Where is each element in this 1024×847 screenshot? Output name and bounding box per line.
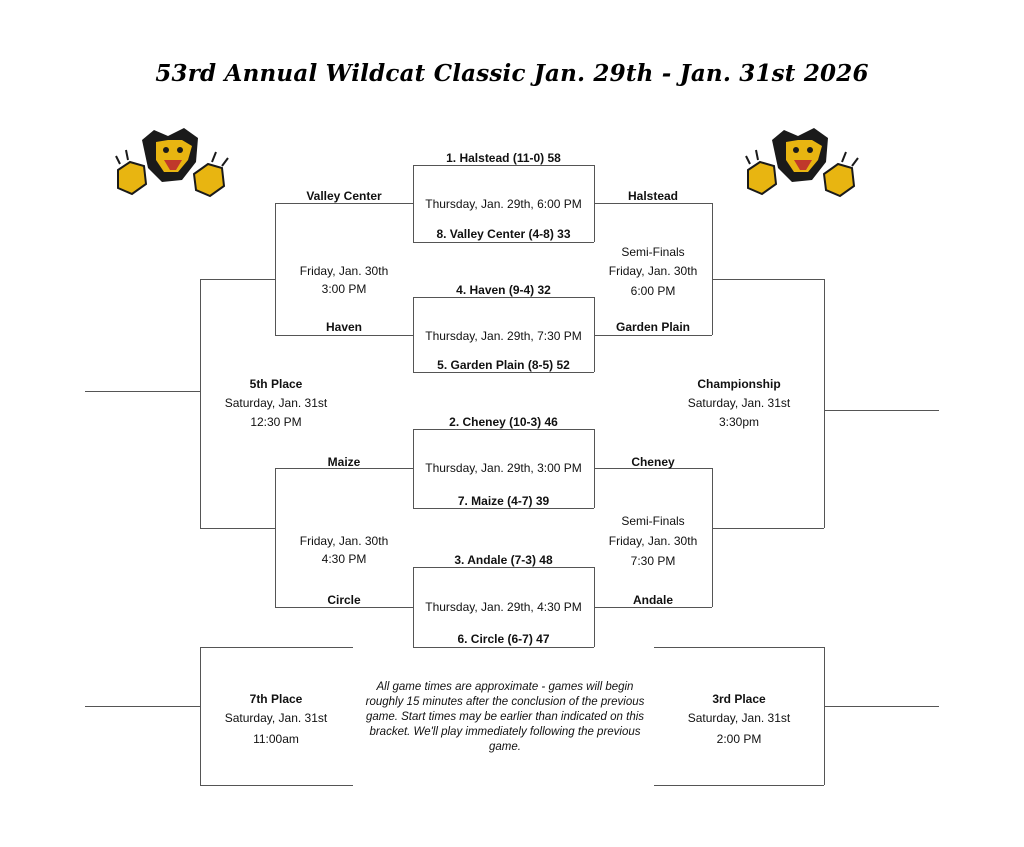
bracket-line xyxy=(824,410,939,411)
bracket-line xyxy=(413,429,594,430)
bracket-line xyxy=(824,706,939,707)
consolation-bottom-time: 4:30 PM xyxy=(321,552,367,566)
semi-top-label: Semi-Finals xyxy=(621,245,685,259)
bracket-line xyxy=(654,647,824,648)
third-place-date: Saturday, Jan. 31st xyxy=(687,711,791,725)
bracket-line xyxy=(594,335,712,336)
semi-top-date: Friday, Jan. 30th xyxy=(608,264,698,278)
bracket-line xyxy=(654,785,824,786)
wildcat-logo-left xyxy=(115,128,229,198)
bracket-line xyxy=(200,279,275,280)
bracket-line xyxy=(85,706,200,707)
bracket-line xyxy=(275,607,413,608)
bracket-line xyxy=(200,279,201,528)
bracket-line xyxy=(200,785,353,786)
consolation-top-team1: Valley Center xyxy=(306,189,382,203)
third-place-time: 2:00 PM xyxy=(716,732,762,746)
semi-top-team2: Garden Plain xyxy=(615,320,691,334)
bracket-line xyxy=(712,468,713,607)
bracket-line xyxy=(712,203,713,335)
seventh-place-label: 7th Place xyxy=(249,692,303,706)
qf2-top-seed: 4. Haven (9-4) 32 xyxy=(456,283,551,297)
qf1-bottom-seed: 8. Valley Center (4-8) 33 xyxy=(436,227,571,241)
bracket-line xyxy=(413,297,594,298)
wildcat-logo-right xyxy=(745,128,859,198)
bracket-line xyxy=(200,647,353,648)
qf3-time: Thursday, Jan. 29th, 3:00 PM xyxy=(425,461,582,475)
bracket-line xyxy=(594,607,712,608)
bracket-line xyxy=(275,203,413,204)
page-title: 53rd Annual Wildcat Classic Jan. 29th - … xyxy=(155,60,869,87)
consolation-top-date: Friday, Jan. 30th xyxy=(299,264,389,278)
championship-label: Championship xyxy=(697,377,781,391)
consolation-top-team2: Haven xyxy=(325,320,363,334)
seventh-place-date: Saturday, Jan. 31st xyxy=(224,711,328,725)
bracket-line xyxy=(824,279,825,528)
bracket-line xyxy=(85,391,200,392)
bracket-line xyxy=(413,567,594,568)
bracket-line xyxy=(200,528,275,529)
bracket-line xyxy=(275,468,413,469)
bracket-line xyxy=(594,468,712,469)
bracket-line xyxy=(413,297,414,372)
semi-bottom-team1: Cheney xyxy=(631,455,675,469)
consolation-bottom-date: Friday, Jan. 30th xyxy=(299,534,389,548)
bracket-line xyxy=(275,335,413,336)
semi-top-time: 6:00 PM xyxy=(630,284,676,298)
bracket-line xyxy=(413,429,414,508)
third-place-label: 3rd Place xyxy=(712,692,766,706)
qf3-top-seed: 2. Cheney (10-3) 46 xyxy=(449,415,558,429)
bracket-line xyxy=(200,647,201,785)
timing-note: All game times are approximate - games w… xyxy=(365,681,645,753)
bracket-line xyxy=(824,647,825,785)
fifth-place-time: 12:30 PM xyxy=(250,415,302,429)
qf4-bottom-seed: 6. Circle (6-7) 47 xyxy=(457,632,550,646)
consolation-top-time: 3:00 PM xyxy=(321,282,367,296)
qf4-top-seed: 3. Andale (7-3) 48 xyxy=(454,553,553,567)
qf1-top-seed: 1. Halstead (11-0) 58 xyxy=(446,151,561,165)
semi-bottom-time: 7:30 PM xyxy=(630,554,676,568)
qf3-bottom-seed: 7. Maize (4-7) 39 xyxy=(457,494,550,508)
championship-time: 3:30pm xyxy=(718,415,760,429)
bracket-line xyxy=(413,508,594,509)
bracket-line xyxy=(413,165,414,242)
qf2-time: Thursday, Jan. 29th, 7:30 PM xyxy=(425,329,582,343)
bracket-line xyxy=(413,242,594,243)
bracket-line xyxy=(712,279,824,280)
consolation-bottom-team2: Circle xyxy=(327,593,361,607)
fifth-place-label: 5th Place xyxy=(249,377,303,391)
semi-bottom-label: Semi-Finals xyxy=(621,514,685,528)
bracket-line xyxy=(712,528,824,529)
bracket-line xyxy=(275,203,276,335)
semi-bottom-date: Friday, Jan. 30th xyxy=(608,534,698,548)
bracket-line xyxy=(413,647,594,648)
seventh-place-time: 11:00am xyxy=(253,732,299,746)
qf1-time: Thursday, Jan. 29th, 6:00 PM xyxy=(425,197,582,211)
semi-bottom-team2: Andale xyxy=(632,593,673,607)
consolation-bottom-team1: Maize xyxy=(327,455,361,469)
qf4-time: Thursday, Jan. 29th, 4:30 PM xyxy=(425,600,582,614)
bracket-line xyxy=(594,203,712,204)
bracket-line xyxy=(413,567,414,647)
fifth-place-date: Saturday, Jan. 31st xyxy=(224,396,328,410)
bracket-line xyxy=(594,297,595,372)
championship-date: Saturday, Jan. 31st xyxy=(687,396,791,410)
bracket-line xyxy=(275,468,276,607)
bracket-line xyxy=(413,165,594,166)
bracket-line xyxy=(413,372,594,373)
qf2-bottom-seed: 5. Garden Plain (8-5) 52 xyxy=(437,358,570,372)
semi-top-team1: Halstead xyxy=(627,189,679,203)
